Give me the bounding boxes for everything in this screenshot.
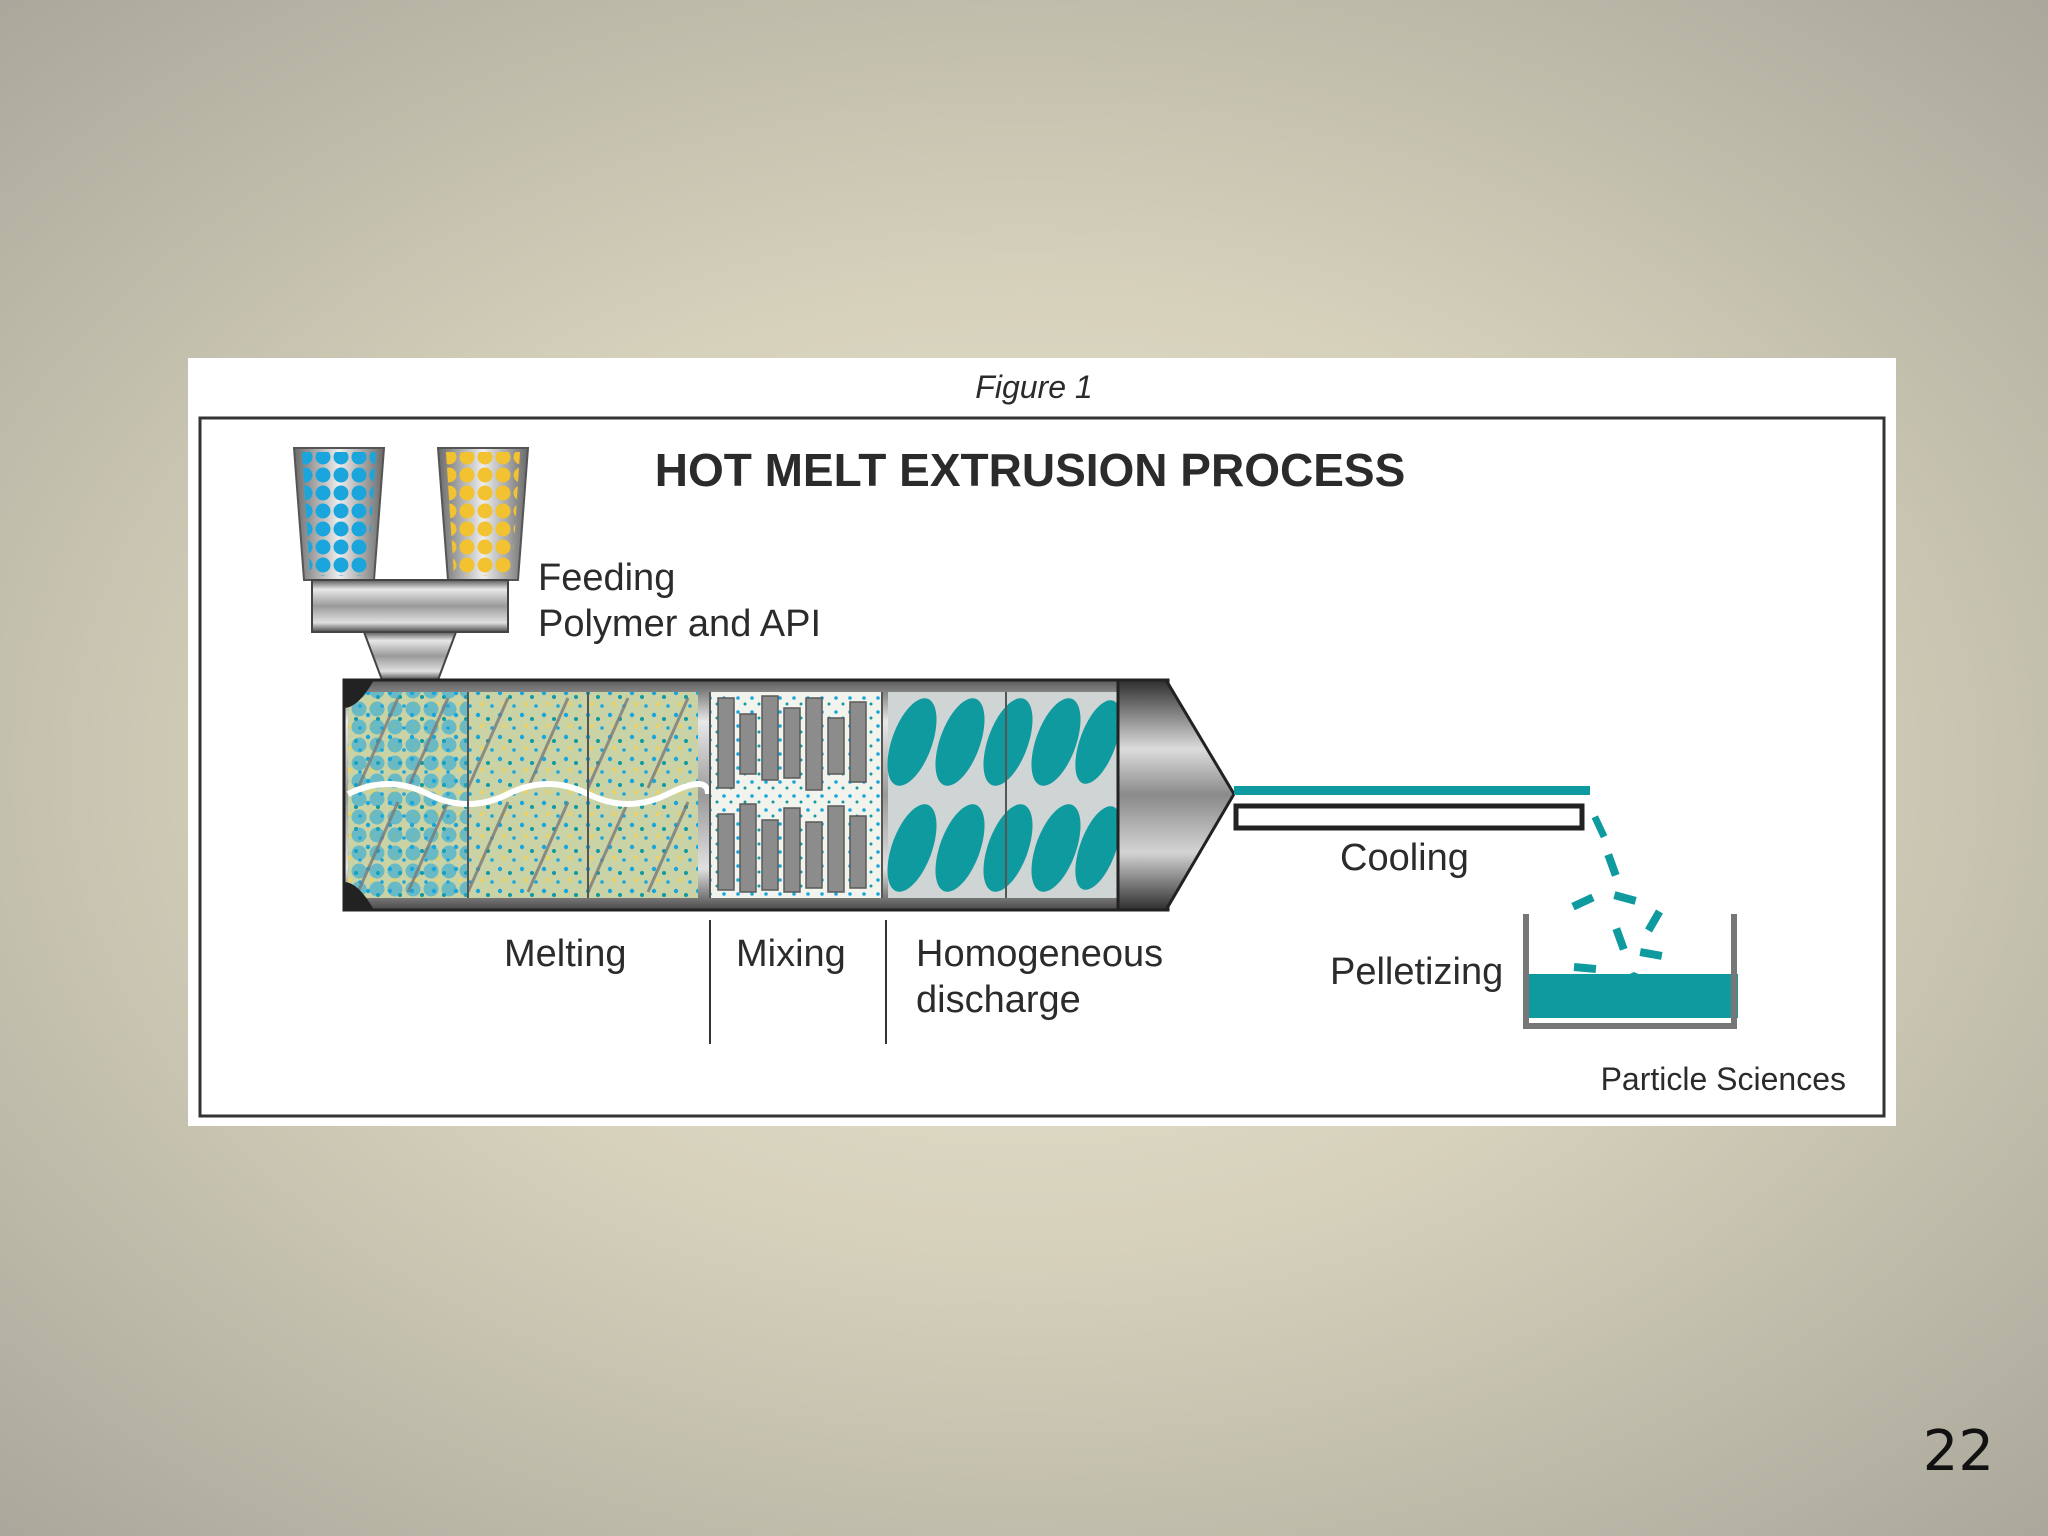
feeding-sublabel: Polymer and API	[538, 603, 821, 645]
slide-number: 22	[1922, 1419, 1994, 1484]
figure-caption: Figure 1	[975, 369, 1092, 405]
stage-separators	[709, 920, 887, 1044]
credit-label: Particle Sciences	[1601, 1061, 1846, 1097]
figure-frame	[198, 416, 1886, 1118]
extruder-barrel	[342, 678, 1170, 912]
feed-manifold	[311, 579, 509, 681]
falling-pellets	[1571, 815, 1663, 973]
feeding-label: Feeding	[538, 557, 675, 599]
hopper-polymer	[292, 447, 386, 581]
stage-discharge-label: discharge	[916, 979, 1081, 1021]
hopper-api	[436, 447, 530, 581]
extruder-die	[1116, 678, 1236, 912]
stage-mixing-label: Mixing	[736, 933, 846, 975]
figure-title: HOT MELT EXTRUSION PROCESS	[655, 444, 1406, 496]
pellet-bin	[1523, 914, 1738, 1029]
figure-panel: Figure 1 HOT MELT EXTRUSION PROCESS Feed…	[188, 358, 1896, 1126]
pelletizing-label: Pelletizing	[1330, 951, 1503, 993]
stage-homogeneous-label: Homogeneous	[916, 933, 1163, 975]
stage-melting-label: Melting	[504, 933, 627, 975]
extrusion-diagram: Figure 1 HOT MELT EXTRUSION PROCESS Feed…	[198, 369, 1886, 1118]
cooling-conveyor	[1233, 786, 1590, 831]
cooling-label: Cooling	[1340, 837, 1469, 879]
